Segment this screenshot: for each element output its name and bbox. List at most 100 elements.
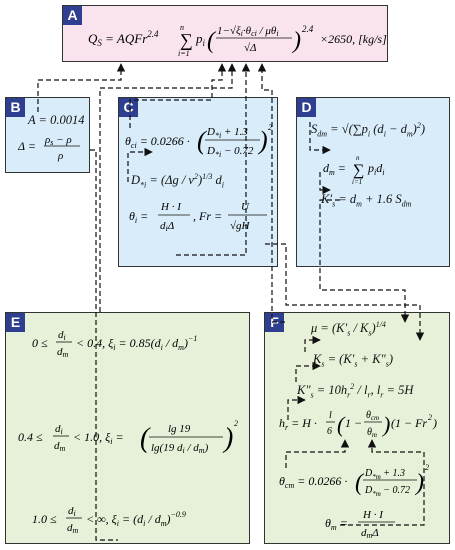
link-f-ks-to-mu [304, 335, 321, 352]
svg-text:dm: dm [54, 440, 66, 453]
panel-f-equation-ks: Ks = (K′s + K″s) [313, 352, 394, 369]
svg-text:×2650, [kg/s]: ×2650, [kg/s] [320, 32, 387, 46]
svg-text:2: 2 [268, 123, 272, 132]
panel-c-tag: C [119, 98, 138, 117]
link-f-mu-to-a [257, 63, 285, 323]
svg-text:dm =: dm = [323, 161, 346, 177]
svg-text:lg 19: lg 19 [168, 423, 191, 435]
svg-text:2: 2 [234, 419, 238, 428]
svg-text:ρs − ρ: ρs − ρ [44, 134, 72, 147]
svg-text:pi: pi [195, 31, 206, 48]
panel-f: F μ = (K′s / Ks)1/4 Ks = (K′s + K″s) K″s… [264, 312, 450, 544]
svg-text:): ) [432, 416, 437, 430]
svg-text:dmΔ: dmΔ [361, 527, 379, 540]
svg-text:, Fr =: , Fr = [193, 209, 222, 223]
svg-text:D*i + 1.3: D*i + 1.3 [206, 126, 248, 140]
panel-f-equation-mu: μ = (K′s / Ks)1/4 [311, 320, 386, 338]
svg-text:i=1: i=1 [352, 178, 362, 186]
panel-a-equation: QS = AQFr2.4 ∑ n i=1 pi ( 1−√ξi·θci / μθ… [88, 21, 387, 60]
panel-f-equation-ks-double-prime: K″s = 10hr2 / lr, lr = 5H [297, 382, 414, 400]
panel-b-equation-2: Δ = ρs − ρ ρ [17, 132, 88, 167]
svg-text:di: di [58, 329, 66, 342]
panel-e: E 0 ≤ di dm < 0.4, ξi = 0.85(di / dm)−1 … [5, 312, 250, 544]
svg-text:lg(19 di / dm): lg(19 di / dm) [151, 442, 209, 455]
svg-text:(: ( [355, 470, 365, 496]
svg-text:0 ≤: 0 ≤ [32, 336, 48, 350]
svg-text:(: ( [197, 126, 207, 155]
svg-text:(: ( [337, 412, 346, 437]
link-c-theta-i-to-a [176, 63, 251, 256]
svg-text:pidi: pidi [367, 161, 384, 177]
panel-e-equation-range-2: 0.4 ≤ di dm < 1.0, ξi = ( lg 19 lg(19 di… [18, 416, 243, 463]
svg-text:θci = 0.0266 ·: θci = 0.0266 · [125, 134, 190, 150]
panel-e-equation-range-1: 0 ≤ di dm < 0.4, ξi = 0.85(di / dm)−1 [32, 327, 242, 364]
svg-text:): ) [257, 126, 268, 155]
svg-text:6: 6 [327, 426, 332, 437]
svg-text:dm: dm [57, 346, 69, 359]
link-f-theta-m-to-hr [340, 439, 425, 526]
svg-text:θm =: θm = [325, 516, 348, 532]
panel-d-equation-sdm: Sdm = √(∑pi (di − dm)2) [311, 121, 425, 139]
svg-text:(: ( [140, 423, 151, 454]
panel-c-equation-theta-i: θi = H · I diΔ , Fr = U √gH [129, 198, 274, 241]
panel-b: B A = 0.0014 Δ = ρs − ρ ρ [5, 97, 90, 173]
panel-c-equation-theta-ci: θci = 0.0266 · ( D*i + 1.3 D*i − 0.72 ) … [125, 118, 275, 165]
svg-text:QS = AQFr2.4: QS = AQFr2.4 [88, 29, 159, 48]
panel-a: A QS = AQFr2.4 ∑ n i=1 pi ( 1−√ξi·θci / … [62, 5, 388, 62]
svg-text:l: l [329, 410, 332, 421]
svg-text:0.4 ≤: 0.4 ≤ [18, 430, 43, 444]
svg-text:θm: θm [367, 427, 377, 439]
link-e-xi-to-a [99, 63, 237, 312]
link-f-kss-to-ks [295, 361, 321, 382]
svg-text:2.4: 2.4 [302, 24, 314, 34]
panel-b-tag: B [6, 98, 25, 117]
panel-e-equation-range-3: 1.0 ≤ di dm < ∞, ξi = (di / dm)−0.9 [32, 503, 242, 540]
link-f-hr-to-kss [287, 395, 306, 420]
panel-f-equation-theta-cm: θcm = 0.0266 · ( D*m + 1.3 D*m − 0.72 ) … [279, 461, 449, 504]
svg-text:1.0 ≤: 1.0 ≤ [32, 512, 57, 526]
panel-e-tag: E [6, 313, 25, 332]
svg-text:< 0.4, ξi = 0.85(di / dm)−1: < 0.4, ξi = 0.85(di / dm)−1 [76, 334, 197, 352]
panel-d-equation-dm: dm = ∑ n i=1 pidi [323, 152, 423, 189]
svg-text:θcm = 0.0266 ·: θcm = 0.0266 · [279, 474, 347, 490]
svg-text:i=1: i=1 [178, 49, 190, 58]
svg-text:1 −: 1 − [345, 416, 362, 430]
link-d-to-f [319, 199, 410, 323]
panel-f-equation-theta-m: θm = H · I dmΔ [325, 508, 415, 545]
link-d-dm-to-ks [319, 172, 331, 195]
link-c-dstar-to-theta-ci [127, 147, 153, 182]
svg-text:Δ =: Δ = [18, 139, 36, 153]
svg-text:∑: ∑ [353, 162, 364, 179]
svg-text:n: n [180, 23, 184, 32]
svg-text:di: di [68, 505, 76, 518]
svg-text:): ) [414, 470, 424, 496]
panel-d-equation-ks-prime: K′s = dm + 1.6 Sdm [321, 192, 412, 209]
link-c-theta-ci-to-a [129, 63, 227, 128]
svg-text:2: 2 [425, 463, 429, 472]
panel-f-equation-hr: hr = H · l 6 ( 1 − θcm θm ) (1 − Fr 2 ) [279, 405, 449, 446]
svg-text:2: 2 [428, 413, 432, 422]
svg-text:di: di [55, 423, 63, 436]
link-c-fr-to-f [265, 243, 425, 341]
svg-text:θi =: θi = [129, 209, 148, 225]
svg-text:(: ( [207, 28, 217, 54]
svg-text:(1 − Fr: (1 − Fr [391, 416, 427, 430]
panel-d: D Sdm = √(∑pi (di − dm)2) dm = ∑ n i=1 p… [296, 97, 450, 267]
svg-text:ρ: ρ [57, 150, 63, 162]
link-d-dm-to-sdm [309, 122, 331, 155]
svg-text:): ) [222, 423, 233, 454]
svg-text:H · I: H · I [160, 201, 182, 213]
link-b-to-a [37, 63, 126, 112]
svg-text:dm: dm [67, 522, 79, 535]
panel-c: C θci = 0.0266 · ( D*i + 1.3 D*i − 0.72 … [118, 97, 278, 267]
svg-text:): ) [291, 28, 301, 54]
svg-text:U: U [241, 201, 250, 213]
svg-text:∑: ∑ [180, 30, 193, 50]
svg-text:n: n [356, 154, 360, 162]
svg-text:): ) [381, 412, 390, 437]
panel-d-tag: D [297, 98, 316, 117]
panel-c-equation-d-star: D*i = (Δg / ν2)1/3 di [131, 172, 224, 190]
svg-text:1−√ξi·θci / μθi: 1−√ξi·θci / μθi [217, 25, 279, 38]
link-f-theta-cm-to-hr [285, 439, 350, 468]
